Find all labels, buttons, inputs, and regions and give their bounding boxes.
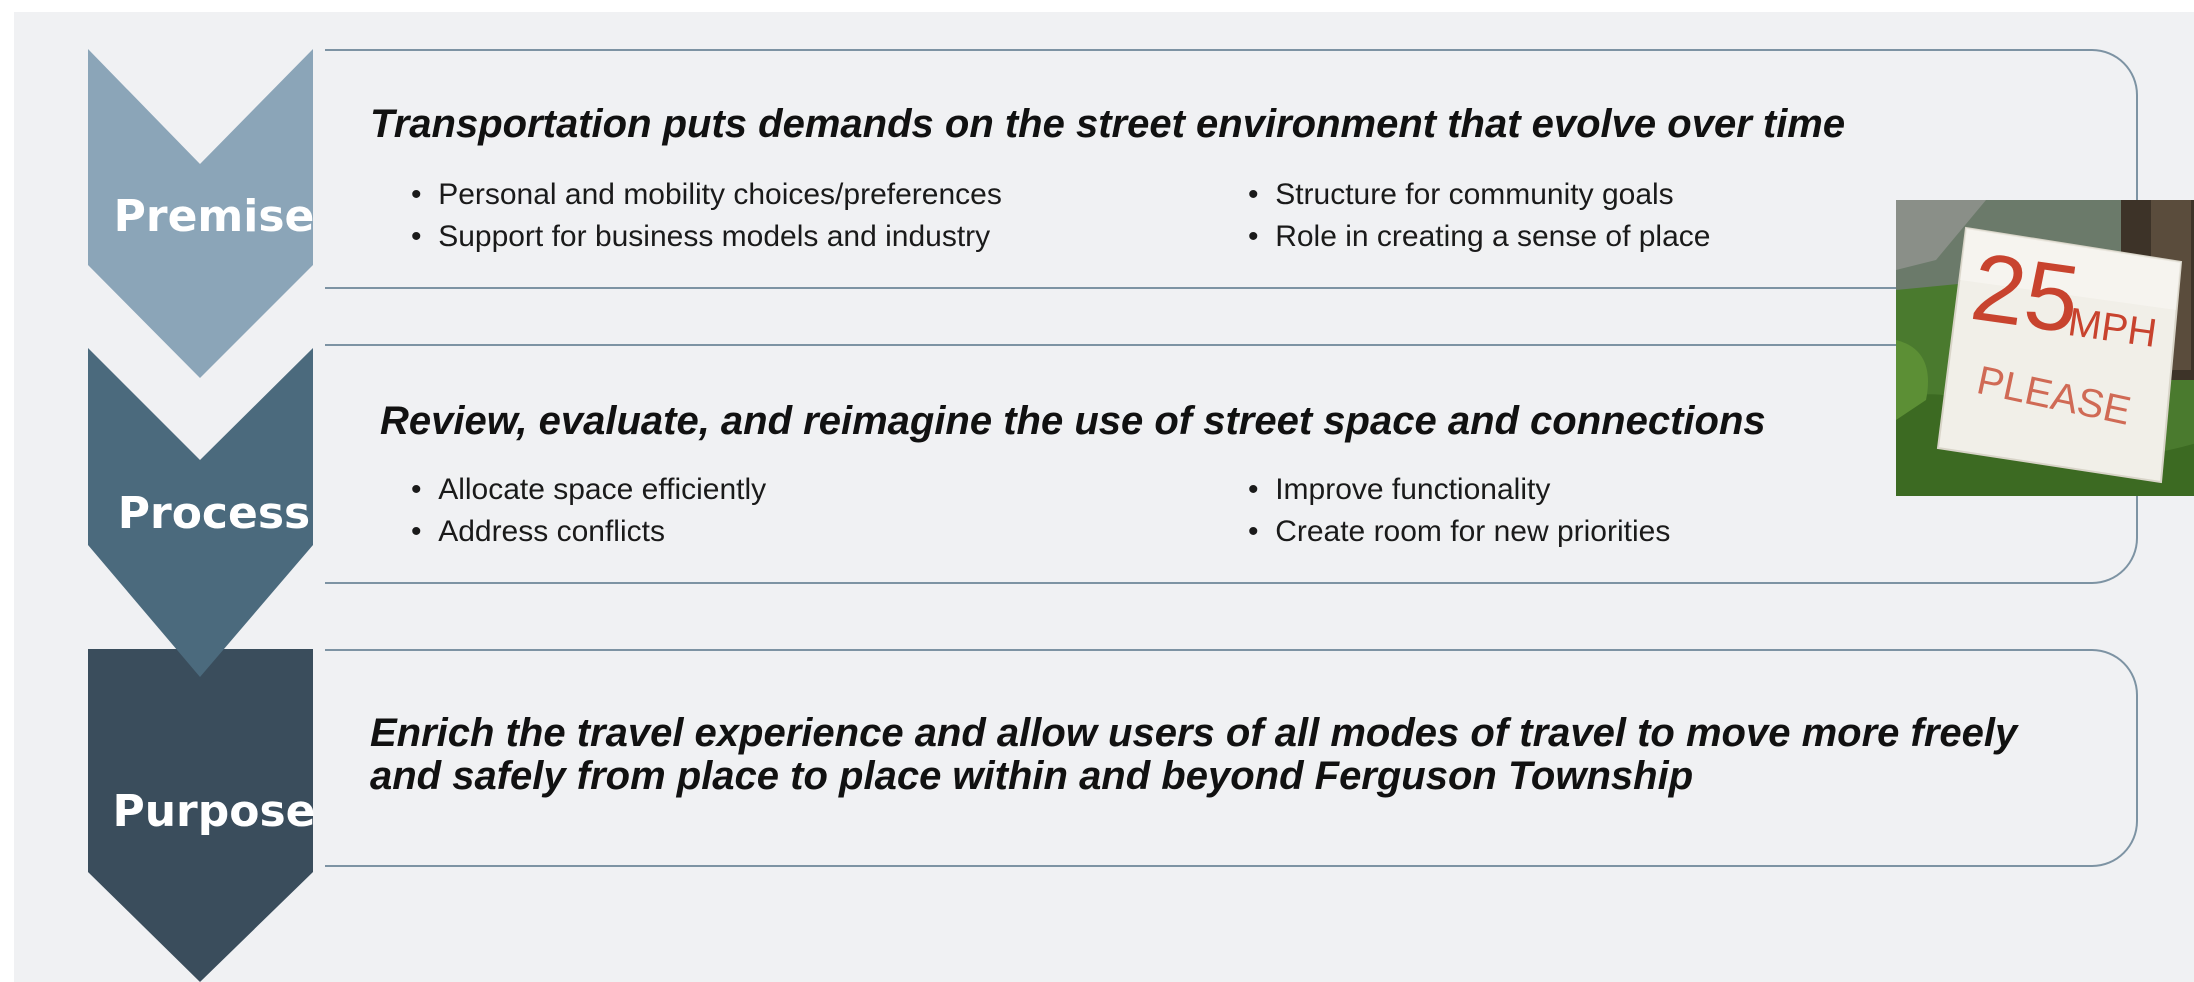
chevron-premise xyxy=(88,49,313,378)
bullet-item: Improve functionality xyxy=(1248,469,1670,511)
stage-label-process: Process xyxy=(117,488,311,539)
speed-sign-photo: 25 MPH PLEASE xyxy=(1896,200,2194,496)
purpose-title-line-1: Enrich the travel experience and allow u… xyxy=(370,711,2018,755)
bullet-item: Support for business models and industry xyxy=(411,216,1002,258)
process-bullets-left: Allocate space efficiently Address confl… xyxy=(411,469,766,553)
chevron-process xyxy=(88,348,313,677)
process-box: Review, evaluate, and reimagine the use … xyxy=(325,344,2138,584)
bullet-item: Create room for new priorities xyxy=(1248,511,1670,553)
bullet-item: Structure for community goals xyxy=(1248,174,1710,216)
premise-box: Transportation puts demands on the stree… xyxy=(325,49,2138,289)
premise-title: Transportation puts demands on the stree… xyxy=(370,102,1846,146)
purpose-box: Enrich the travel experience and allow u… xyxy=(325,649,2138,867)
bullet-item: Role in creating a sense of place xyxy=(1248,216,1710,258)
stage-label-purpose: Purpose xyxy=(112,786,316,837)
process-chevrons xyxy=(88,49,313,982)
stage-label-premise: Premise xyxy=(113,191,315,242)
bullet-item: Personal and mobility choices/preference… xyxy=(411,174,1002,216)
premise-bullets-left: Personal and mobility choices/preference… xyxy=(411,174,1002,258)
process-title: Review, evaluate, and reimagine the use … xyxy=(380,399,1766,443)
purpose-title-line-2: and safely from place to place within an… xyxy=(370,754,1694,798)
process-bullets-right: Improve functionality Create room for ne… xyxy=(1248,469,1670,553)
bullet-item: Address conflicts xyxy=(411,511,766,553)
slide: Premise Process Purpose Transportation p… xyxy=(14,12,2194,982)
bullet-item: Allocate space efficiently xyxy=(411,469,766,511)
chevron-purpose xyxy=(88,649,313,982)
premise-bullets-right: Structure for community goals Role in cr… xyxy=(1248,174,1710,258)
